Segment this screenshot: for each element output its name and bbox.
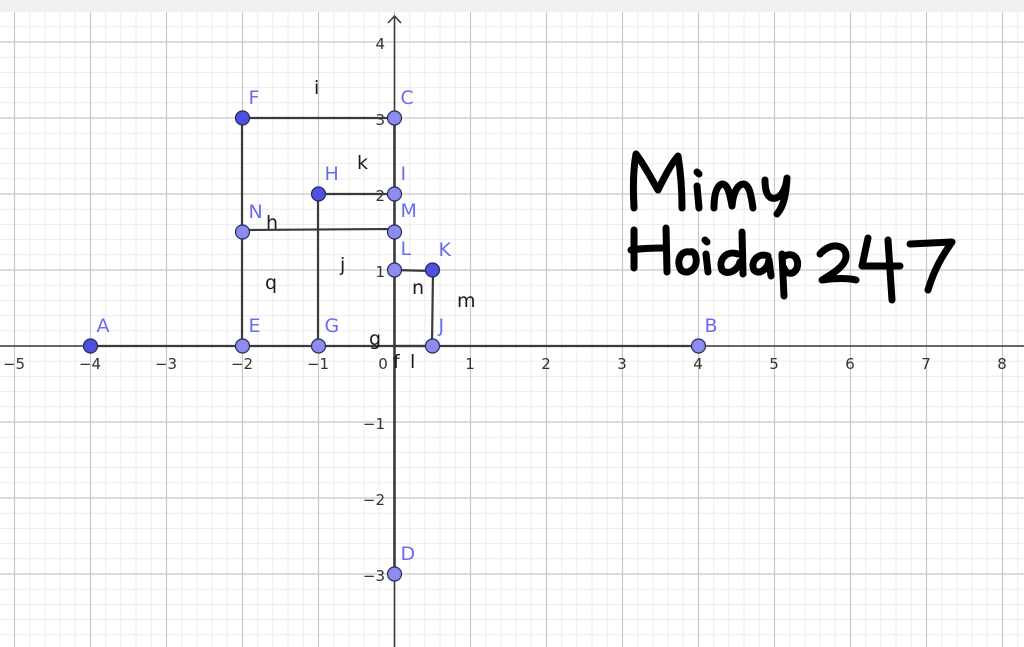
point-label-D: D (401, 543, 416, 565)
segment-label-j: j (339, 254, 345, 276)
point-label-F: F (249, 87, 260, 109)
point-label-G: G (325, 315, 340, 337)
point-label-J: J (438, 315, 445, 337)
point-label-K: K (439, 239, 452, 261)
x-tick: −2 (231, 355, 253, 373)
x-tick: −5 (3, 355, 25, 373)
point-L[interactable] (386, 262, 403, 278)
handwriting-stroke (693, 182, 703, 212)
point-label-L: L (401, 238, 412, 260)
point-B[interactable] (690, 338, 707, 354)
handwriting-stroke (749, 251, 775, 280)
handwriting-stroke (778, 250, 802, 300)
point-label-E: E (249, 315, 261, 337)
points: A B C D E F G H I J K LM N (82, 87, 718, 582)
axis-tick-labels: −5 −4 −3 −2 −1 0 1 2 3 4 5 6 7 8 4 3 2 1… (3, 35, 1007, 585)
x-tick: −1 (307, 355, 329, 373)
handwriting-stroke (816, 242, 860, 284)
y-tick: 4 (375, 35, 385, 53)
handwriting-stroke (702, 250, 712, 276)
point-label-B: B (705, 315, 718, 337)
origin-tick: 0 (378, 355, 388, 373)
segment-label-m: m (457, 290, 476, 312)
segment-label-i: i (314, 77, 319, 99)
major-grid (0, 12, 1024, 647)
handwriting-stroke (701, 236, 711, 246)
point-N[interactable] (234, 224, 251, 240)
handwriting-stroke (906, 238, 956, 294)
point-J[interactable] (424, 338, 441, 354)
y-tick: 3 (375, 111, 385, 129)
point-label-C: C (401, 87, 414, 109)
handwriting-stroke (693, 168, 703, 178)
x-tick: −3 (155, 355, 177, 373)
point-label-A: A (97, 315, 110, 337)
y-tick: −3 (363, 567, 385, 585)
x-tick: 6 (845, 355, 855, 373)
segment-label-l: l (410, 351, 415, 373)
minor-grid (0, 12, 1024, 647)
point-label-N: N (249, 201, 263, 223)
point-E[interactable] (234, 338, 251, 354)
top-toolbar-strip (0, 0, 1024, 12)
y-tick: 1 (375, 263, 385, 281)
handwriting-stroke (858, 234, 904, 304)
handwritten-watermark (627, 150, 956, 304)
segment-label-f: f (393, 351, 401, 373)
x-tick: 3 (617, 355, 627, 373)
point-D[interactable] (386, 566, 403, 582)
x-tick: 2 (541, 355, 551, 373)
axes (0, 14, 1024, 647)
segment-label-h: h (266, 212, 278, 234)
point-label-M: M (401, 200, 417, 222)
point-H[interactable] (310, 186, 327, 202)
x-tick: 1 (465, 355, 475, 373)
point-K[interactable] (424, 262, 441, 278)
handwriting-stroke (675, 248, 700, 276)
point-label-I: I (401, 163, 407, 185)
x-tick: 8 (997, 355, 1007, 373)
y-tick: 2 (375, 187, 385, 205)
segment-label-g: g (369, 328, 381, 350)
y-axis-arrow-icon (387, 14, 402, 24)
handwriting-stroke (717, 228, 747, 278)
handwriting-stroke (710, 180, 757, 212)
point-G[interactable] (310, 338, 327, 354)
point-I[interactable] (386, 186, 403, 202)
handwriting-stroke (761, 174, 791, 218)
handwriting-stroke (662, 224, 671, 276)
point-F[interactable] (234, 110, 251, 126)
segment-m[interactable] (430, 270, 435, 347)
x-tick: 4 (693, 355, 703, 373)
point-A[interactable] (82, 338, 99, 354)
handwriting-stroke (629, 150, 686, 212)
segment-label-k: k (357, 152, 368, 174)
y-tick: −1 (363, 415, 385, 433)
segment-labels: i k h j q n m g f l (265, 77, 476, 373)
handwriting-stroke (627, 244, 668, 254)
point-C[interactable] (386, 110, 403, 126)
x-tick: −4 (79, 355, 101, 373)
x-tick: 5 (769, 355, 779, 373)
segment-label-q: q (265, 272, 277, 294)
y-tick: −2 (363, 491, 385, 509)
segment-label-n: n (412, 277, 424, 299)
point-M[interactable] (386, 224, 403, 240)
x-tick: 7 (921, 355, 931, 373)
point-label-H: H (325, 163, 339, 185)
